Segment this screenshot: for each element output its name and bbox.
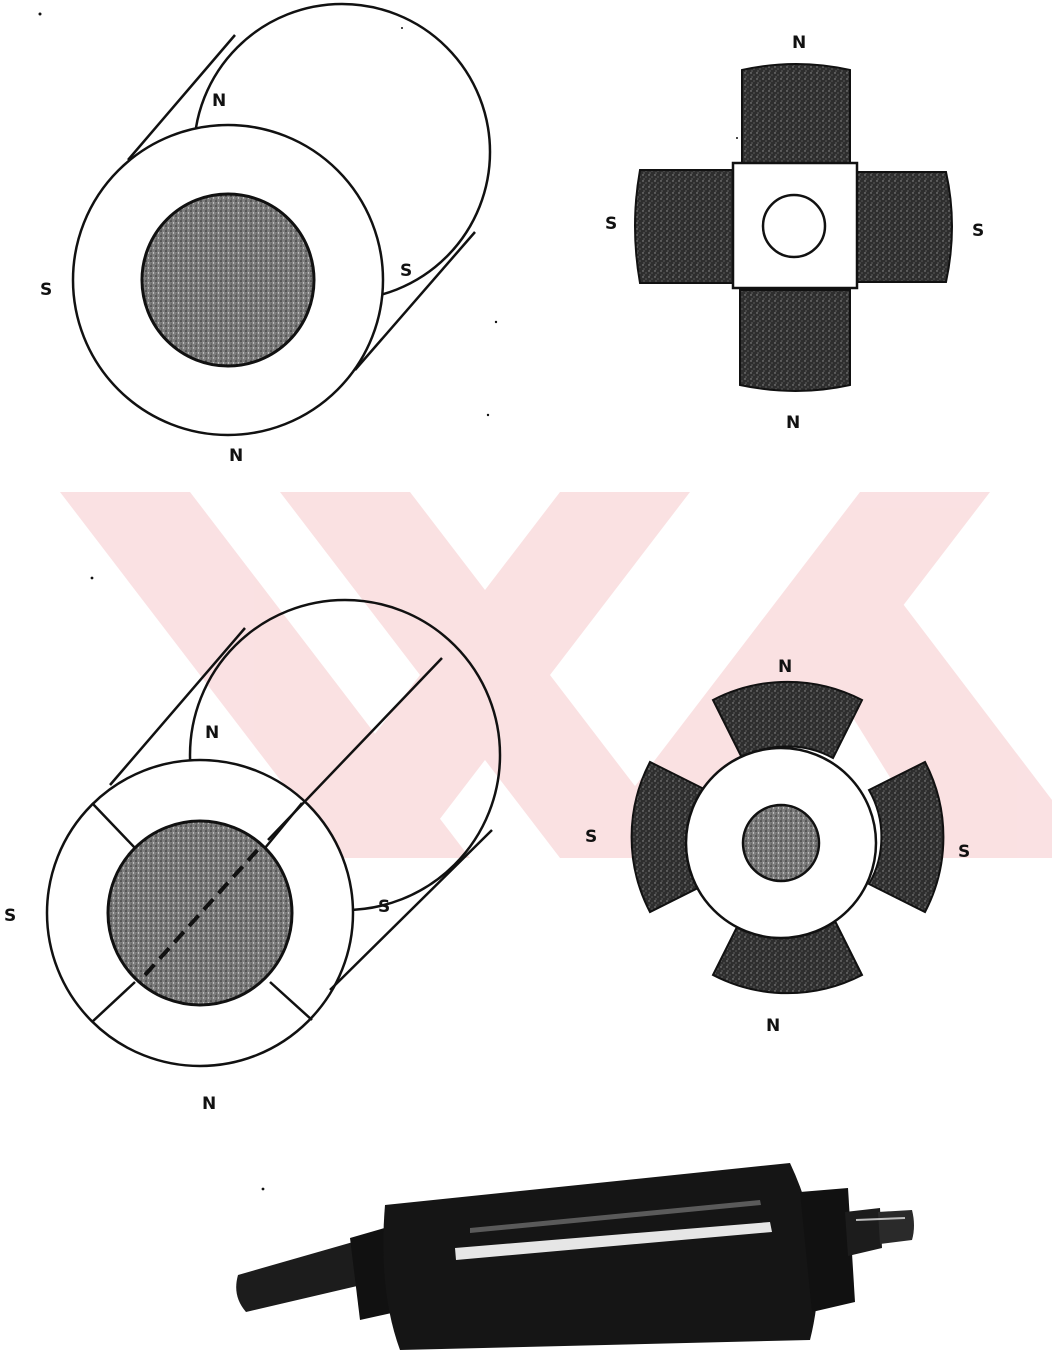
magnet-segment-top	[711, 680, 864, 760]
pole-label-top: N	[792, 33, 806, 53]
cylinder-core	[106, 819, 294, 1007]
pole-label-left: S	[40, 280, 52, 300]
cylinder-top-edge	[127, 34, 236, 161]
rotor-shaft-right	[845, 1208, 882, 1256]
rotor-shaft-left	[236, 1240, 370, 1312]
rotor-shaft-tip	[878, 1210, 914, 1244]
cylinder-four-segment-figure: N S S N	[4, 598, 502, 1114]
pole-label-left: S	[585, 827, 597, 847]
ring-four-pole-figure: N S S N	[585, 657, 970, 1036]
pole-shoe-top	[741, 63, 851, 166]
pole-label-right: S	[400, 261, 412, 281]
magnet-segment-right	[867, 760, 945, 914]
cylinder-bottom-edge	[354, 231, 476, 371]
pole-label-bottom: N	[786, 413, 800, 433]
rotor-highlight-slot	[455, 1222, 772, 1260]
segment-divider	[269, 981, 313, 1021]
shaft-hole	[761, 193, 827, 259]
cylinder-two-pole-figure: N S S N	[40, 2, 492, 466]
pole-shoe-left	[634, 169, 736, 284]
cylinder-bottom-edge	[329, 829, 493, 991]
hidden-seam-dashed	[143, 843, 264, 977]
pole-label-bottom: N	[202, 1094, 216, 1114]
pole-label-right: S	[972, 221, 984, 241]
pole-label-right: S	[378, 897, 390, 917]
pole-label-top: N	[205, 723, 219, 743]
cylinder-top-edge	[109, 627, 246, 786]
scan-specks	[38, 12, 738, 1191]
segment-divider	[264, 802, 303, 849]
watermark-logo	[60, 492, 1052, 858]
rotor-photo	[236, 1163, 914, 1350]
pole-label-bottom: N	[229, 446, 243, 466]
segment-divider	[91, 802, 136, 849]
pole-label-left: S	[4, 906, 16, 926]
rotor-shaft-highlight	[855, 1217, 906, 1221]
segment-divider	[91, 981, 136, 1023]
pole-label-bottom: N	[766, 1016, 780, 1036]
pole-shoe-right	[854, 171, 953, 283]
pole-label-top: N	[212, 91, 226, 111]
pole-label-right: S	[958, 842, 970, 862]
cylinder-core	[140, 192, 316, 368]
rotor-highlight-slot	[470, 1200, 761, 1233]
pole-label-top: N	[778, 657, 792, 677]
cross-salient-pole-figure: N S S N	[605, 33, 984, 433]
rotor-end-ring-right	[800, 1188, 855, 1312]
pole-shoe-bottom	[739, 289, 851, 392]
rotor-body	[383, 1163, 819, 1350]
shaft-core	[741, 803, 821, 883]
pole-label-left: S	[605, 214, 617, 234]
